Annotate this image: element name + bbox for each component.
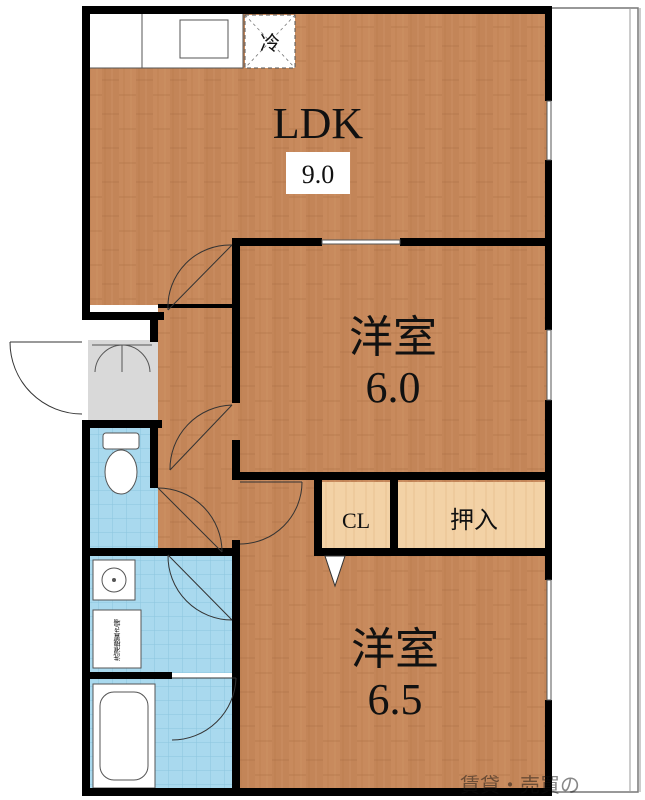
oshiire-floor bbox=[398, 482, 548, 548]
walls bbox=[82, 6, 552, 796]
shoe-cabinet bbox=[92, 344, 152, 373]
toilet-fixture bbox=[102, 432, 140, 495]
ldk-size-box bbox=[286, 152, 350, 194]
western-room-1-size: 6.0 bbox=[366, 363, 421, 412]
western-room-2-name: 洋室 bbox=[351, 624, 439, 675]
western-room-2-size: 6.5 bbox=[368, 675, 423, 724]
washer-label: 洗濯機置き場 bbox=[113, 618, 121, 662]
fridge-space: 冷 bbox=[244, 14, 296, 69]
windows bbox=[321, 100, 552, 701]
western-room-1-name: 洋室 bbox=[349, 312, 437, 363]
entry-floor bbox=[88, 340, 158, 422]
watermark: 賃貸・売買の bbox=[460, 773, 580, 797]
fridge-label: 冷 bbox=[260, 31, 280, 55]
western-room-1-floor bbox=[238, 245, 550, 475]
washer-area: 洗濯機置き場 bbox=[92, 609, 142, 669]
closet-label: CL bbox=[342, 508, 370, 533]
balcony bbox=[549, 7, 641, 793]
doors bbox=[9, 244, 346, 741]
ldk-size: 9.0 bbox=[302, 160, 335, 189]
washbasin bbox=[92, 559, 136, 601]
kitchen-counter bbox=[87, 12, 244, 69]
closet-floor bbox=[322, 482, 390, 548]
bathtub bbox=[92, 683, 156, 789]
oshiire-label: 押入 bbox=[450, 506, 498, 534]
hall-floor bbox=[158, 305, 238, 550]
ldk-name: LDK bbox=[273, 99, 364, 148]
